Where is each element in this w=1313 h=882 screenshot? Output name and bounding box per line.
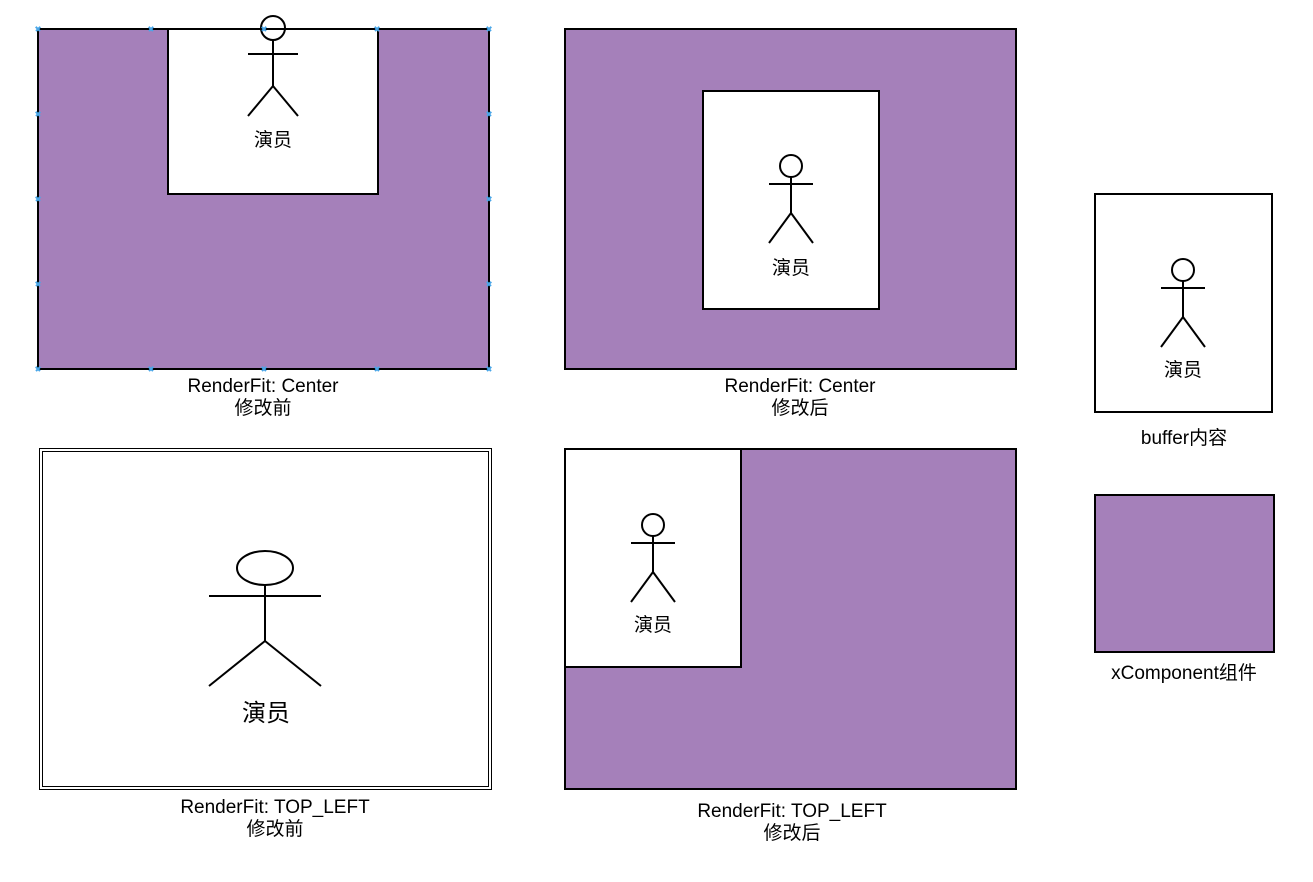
selection-handle[interactable]: [261, 366, 267, 372]
selection-handle[interactable]: [486, 111, 492, 117]
caption-center-before: RenderFit: Center 修改前: [113, 376, 413, 420]
selection-handle[interactable]: [35, 111, 41, 117]
caption-line1: RenderFit: Center: [187, 376, 339, 397]
caption-line1: RenderFit: TOP_LEFT: [180, 797, 370, 818]
selection-handle[interactable]: [486, 196, 492, 202]
caption-line1: RenderFit: Center: [724, 376, 876, 397]
caption-top-left-after: RenderFit: TOP_LEFT 修改后: [642, 801, 942, 845]
actor-icon: [247, 15, 299, 117]
selection-handle[interactable]: [35, 196, 41, 202]
actor-label: 演员: [242, 700, 290, 727]
caption-line2: 修改后: [763, 823, 821, 844]
caption-line2: 修改后: [771, 398, 829, 419]
actor-icon: [208, 550, 322, 687]
actor-icon: [630, 513, 676, 603]
actor-label: 演员: [1163, 360, 1202, 381]
xcomponent-legend-box: [1094, 494, 1275, 653]
selection-handle[interactable]: [374, 366, 380, 372]
actor-label: 演员: [633, 615, 672, 636]
caption-top-left-before: RenderFit: TOP_LEFT 修改前: [125, 797, 425, 841]
selection-handle[interactable]: [148, 26, 154, 32]
actor-label: 演员: [771, 258, 810, 279]
actor-icon: [1160, 258, 1206, 348]
buffer-legend-label: buffer内容: [1140, 428, 1228, 449]
selection-handle[interactable]: [148, 366, 154, 372]
actor-label: 演员: [253, 130, 292, 151]
caption-center-after: RenderFit: Center 修改后: [650, 376, 950, 420]
selection-handle[interactable]: [35, 281, 41, 287]
caption-line1: RenderFit: TOP_LEFT: [697, 801, 887, 822]
selection-handle[interactable]: [486, 26, 492, 32]
selection-handle[interactable]: [35, 366, 41, 372]
actor-icon: [768, 154, 814, 244]
selection-handle[interactable]: [35, 26, 41, 32]
selection-handle[interactable]: [486, 281, 492, 287]
selection-handle[interactable]: [486, 366, 492, 372]
selection-handle[interactable]: [374, 26, 380, 32]
caption-line2: 修改前: [246, 819, 304, 840]
xcomponent-legend-label: xComponent组件: [1111, 663, 1257, 684]
selection-handle[interactable]: [261, 26, 267, 32]
caption-line2: 修改前: [234, 398, 292, 419]
